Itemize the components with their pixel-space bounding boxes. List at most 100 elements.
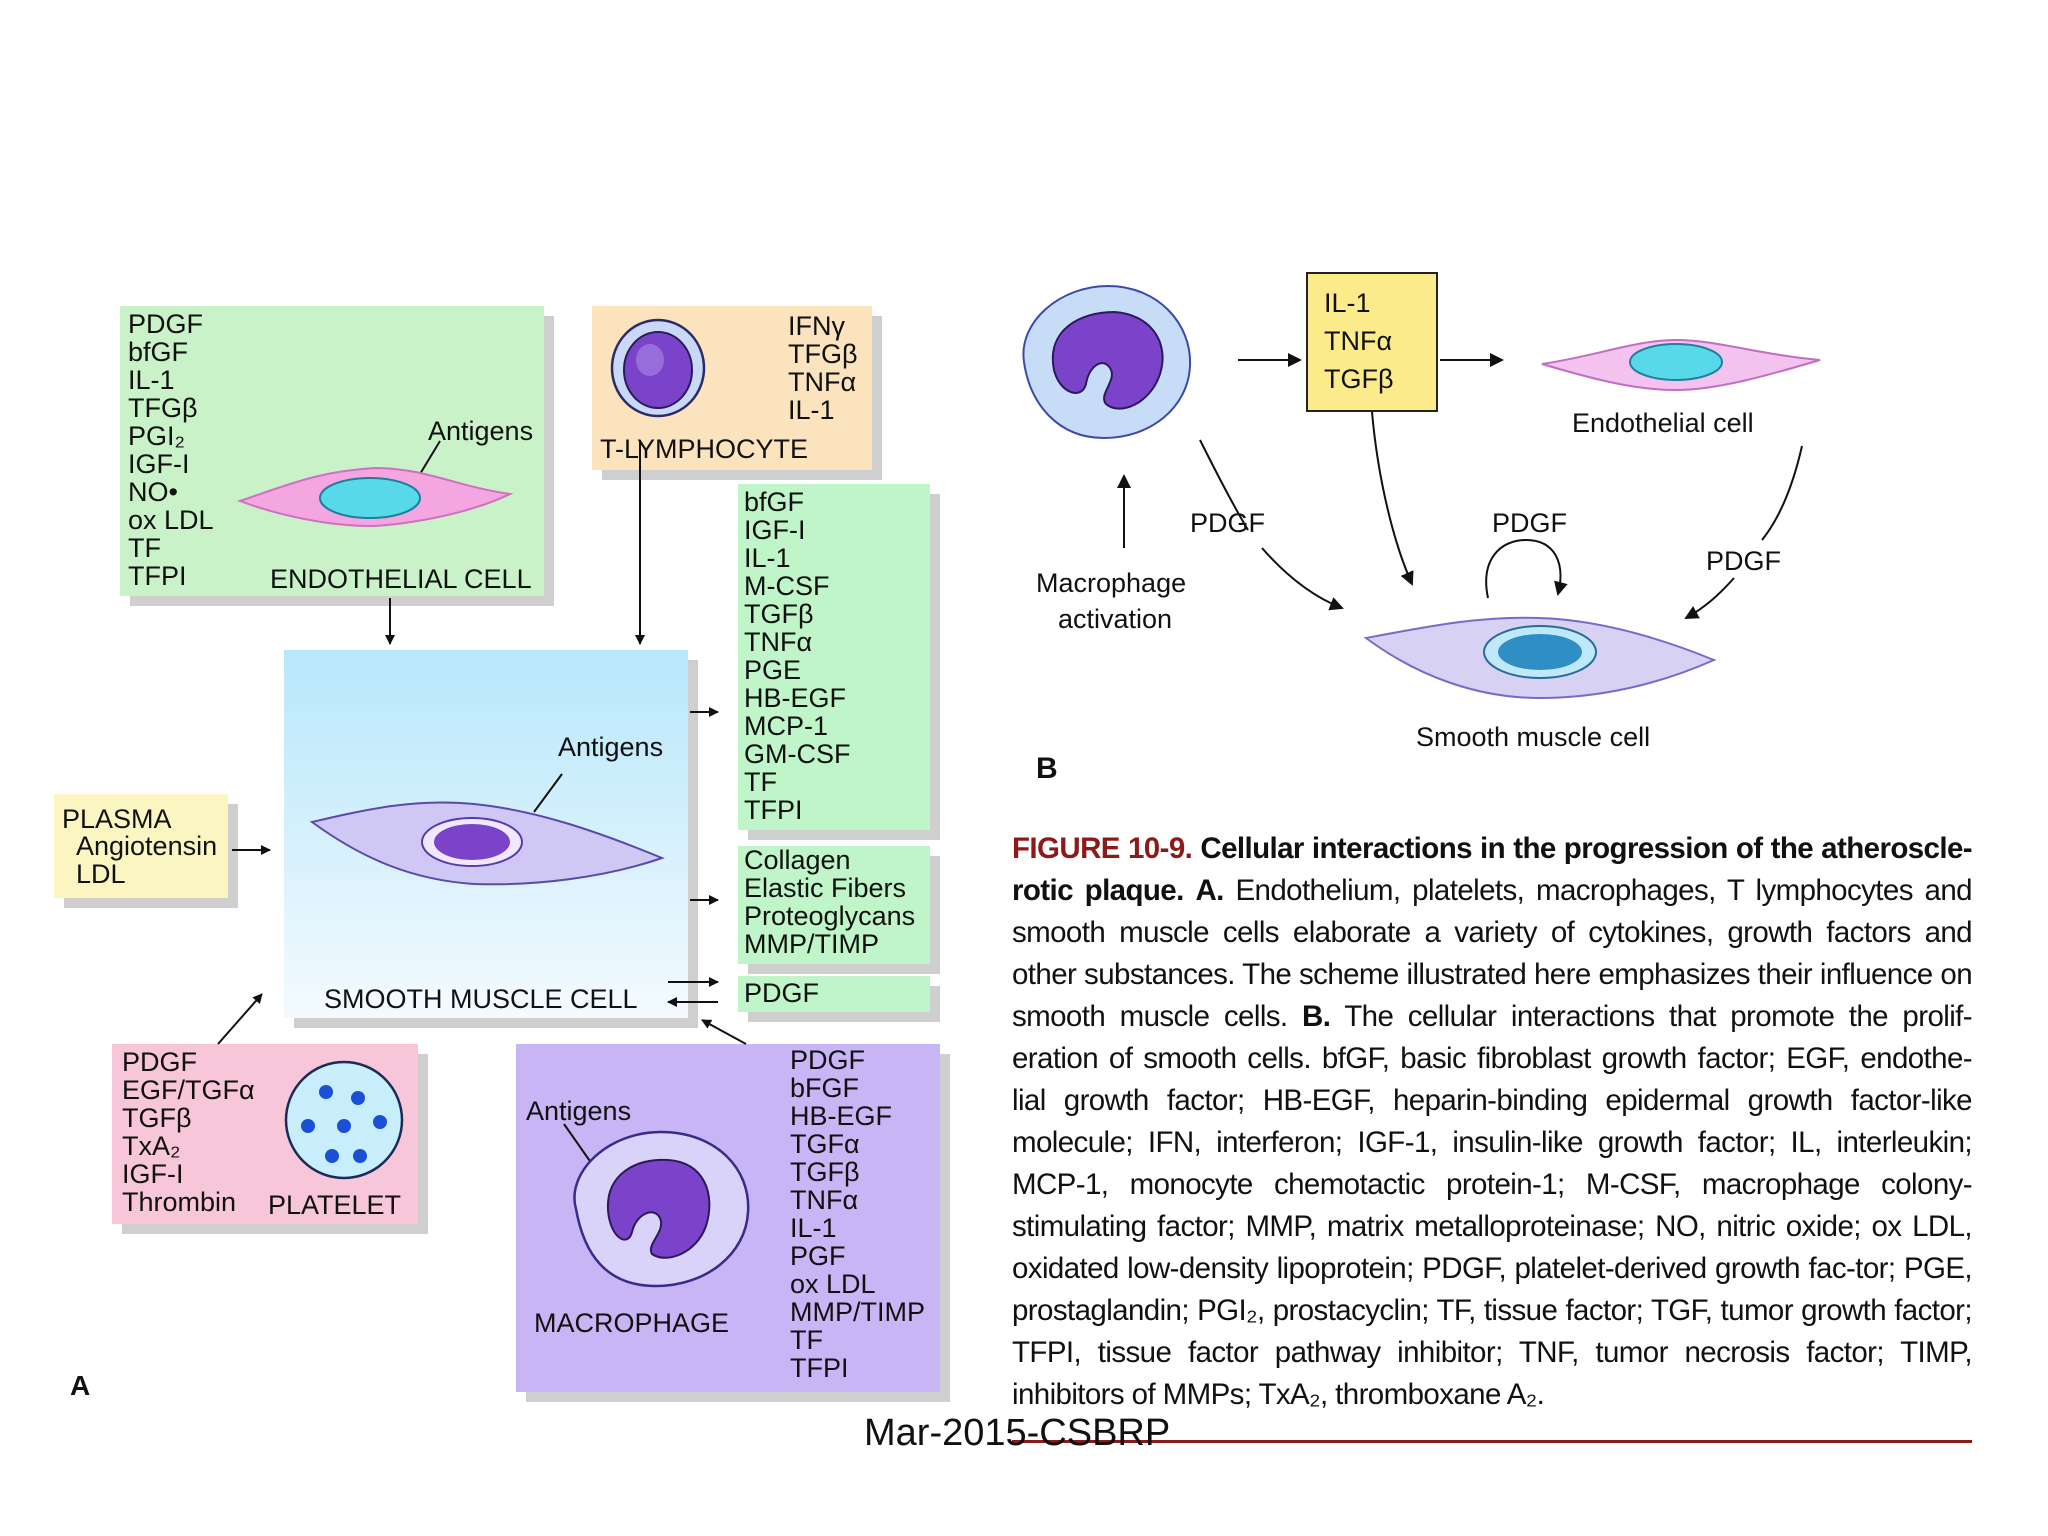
platelet-box: PDGF EGF/TGFα TGFβ TxA₂ IGF-I Thrombin P… [112, 1044, 418, 1224]
list-item: TxA₂ [122, 1131, 181, 1161]
plasma-title: PLASMA [62, 804, 172, 834]
list-item: Thrombin [122, 1187, 237, 1217]
caption-a-text: Endothelium, platelets, macrophages, T l… [1012, 874, 1973, 1033]
plasma-box: PLASMA Angiotensin LDL [54, 794, 228, 898]
smc-pdgf-label: PDGF [744, 978, 820, 1008]
list-item: TGFβ [1324, 364, 1394, 394]
panel-a-label: A [70, 1370, 91, 1401]
t-lymphocyte-box: IFNγ TFGβ TNFα IL-1 T-LYMPHOCYTE [592, 306, 872, 470]
panel-b-macrophage-icon [1022, 284, 1192, 440]
caption-a-label: A. [1195, 874, 1224, 907]
smooth-muscle-cell-box: Antigens SMOOTH MUSCLE CELL [284, 650, 688, 1018]
macrophage-icon [563, 1123, 750, 1288]
list-item: IGF-I [744, 515, 806, 545]
list-item: PGI₂ [128, 421, 185, 451]
smc-pdgf-box: PDGF [738, 976, 930, 1012]
list-item: TFPI [744, 795, 803, 825]
endothelial-cell-title: ENDOTHELIAL CELL [270, 564, 532, 594]
list-item: Proteoglycans [744, 901, 916, 931]
arrow-platelet-to-smc [217, 993, 263, 1045]
list-item: TGFα [790, 1129, 860, 1159]
list-item: IGF-I [128, 449, 190, 479]
list-item: PDGF [122, 1047, 198, 1077]
list-item: IL-1 [128, 365, 175, 395]
smc-products-box: bfGF IGF-I IL-1 M-CSF TGFβ TNFα PGE HB-E… [738, 484, 930, 830]
macrophage-box: Antigens PDGF bFGF HB-EGF TGFα TGFβ TNFα… [516, 1044, 940, 1392]
list-item: PGE [744, 655, 802, 685]
list-item: Collagen [744, 845, 851, 875]
list-item: EGF/TGFα [122, 1075, 255, 1105]
arrow-macrophage-to-smc [701, 1019, 747, 1045]
smc-antigens-label: Antigens [558, 732, 664, 762]
list-item: TF [744, 767, 777, 797]
panel-b-smooth-muscle-label: Smooth muscle cell [1416, 722, 1651, 752]
endothelial-cell-box: PDGF bfGF IL-1 TFGβ PGI₂ IGF-I NO• ox LD… [120, 306, 544, 596]
list-item: IL-1 [788, 395, 835, 425]
platelet-title: PLATELET [268, 1190, 402, 1220]
list-item: TF [790, 1325, 823, 1355]
list-item: ox LDL [790, 1269, 876, 1299]
list-item: TF [128, 533, 161, 563]
macrophage-products-list: PDGF bFGF HB-EGF TGFα TGFβ TNFα IL-1 PGF… [790, 1046, 925, 1382]
list-item: ox LDL [128, 505, 214, 535]
list-item: bfGF [744, 487, 805, 517]
list-item: TNFα [1324, 326, 1393, 356]
list-item: TGFβ [744, 599, 814, 629]
list-item: bfGF [128, 337, 189, 367]
macrophage-title: MACROPHAGE [534, 1308, 730, 1338]
smc-products-list: bfGF IGF-I IL-1 M-CSF TGFβ TNFα PGE HB-E… [744, 488, 850, 824]
list-item: MMP/TIMP [790, 1297, 925, 1327]
list-item: HB-EGF [790, 1101, 893, 1131]
panel-b-smooth-muscle-icon [1363, 616, 1717, 700]
t-lymphocyte-products-list: IFNγ TFGβ TNFα IL-1 [788, 312, 858, 424]
panel-b-endothelial-icon [1541, 338, 1821, 392]
list-item: NO• [128, 477, 178, 507]
plasma-items-list: Angiotensin LDL [76, 832, 217, 888]
list-item: IL-1 [790, 1213, 837, 1243]
list-item: TNFα [788, 367, 857, 397]
platelet-products-list: PDGF EGF/TGFα TGFβ TxA₂ IGF-I Thrombin [122, 1048, 255, 1216]
smooth-muscle-cell-icon [309, 773, 665, 886]
list-item: bFGF [790, 1073, 860, 1103]
footer-rule [1012, 1440, 1972, 1443]
panel-b-macrophage-activation-line1: Macrophage [1036, 568, 1187, 598]
panel-b-pdgf-top-label: PDGF [1492, 508, 1568, 538]
endothelial-antigens-label: Antigens [428, 416, 534, 446]
list-item: TNFα [744, 627, 813, 657]
figure-title: Cellular interactions in the progression… [1012, 832, 1973, 907]
panel-b-pdgf-left-label: PDGF [1190, 508, 1266, 538]
footer-text: Mar-2015-CSBRP [864, 1412, 1171, 1454]
endothelial-cell-icon [237, 440, 514, 528]
list-item: MCP-1 [744, 711, 829, 741]
panel-b-endothelial-label: Endothelial cell [1572, 408, 1754, 438]
list-item: TGFβ [122, 1103, 192, 1133]
t-lymphocyte-title: T-LYMPHOCYTE [600, 434, 809, 464]
list-item: PDGF [790, 1045, 866, 1075]
list-item: TGFβ [790, 1157, 860, 1187]
list-item: IFNγ [788, 311, 845, 341]
caption-b-label: B. [1302, 1000, 1331, 1033]
panel-b-macrophage-activation-line2: activation [1058, 604, 1173, 634]
list-item: M-CSF [744, 571, 830, 601]
list-item: TFPI [128, 561, 187, 591]
list-item: IL-1 [744, 543, 791, 573]
panel-b-pdgf-right-label: PDGF [1706, 546, 1782, 576]
list-item: PDGF [128, 309, 204, 339]
cytokine-list: IL-1 TNFα TGFβ [1324, 284, 1394, 398]
panel-b-label: B [1036, 752, 1058, 785]
list-item: HB-EGF [744, 683, 847, 713]
endothelial-products-list: PDGF bfGF IL-1 TFGβ PGI₂ IGF-I NO• ox LD… [128, 310, 214, 590]
t-lymphocyte-icon [610, 318, 706, 418]
smooth-muscle-cell-title: SMOOTH MUSCLE CELL [324, 984, 638, 1014]
list-item: GM-CSF [744, 739, 851, 769]
list-item: Elastic Fibers [744, 873, 907, 903]
figure-number: FIGURE 10-9. [1012, 832, 1193, 865]
matrix-products-box: Collagen Elastic Fibers Proteoglycans MM… [738, 846, 930, 964]
caption-b-text: The cellular interactions that promote t… [1012, 1000, 1973, 1411]
platelet-icon [284, 1060, 404, 1180]
cytokine-box: IL-1 TNFα TGFβ [1306, 272, 1438, 412]
list-item: TFGβ [788, 339, 858, 369]
list-item: IL-1 [1324, 288, 1371, 318]
